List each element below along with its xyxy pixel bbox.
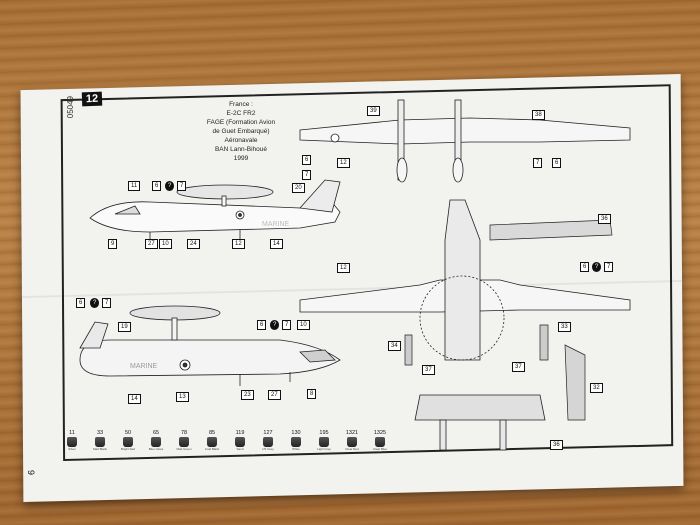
callout: 6	[302, 155, 312, 165]
callout: 9	[108, 239, 118, 249]
callout: 27	[145, 239, 158, 249]
side-view-bottom	[79, 305, 341, 386]
callout: 33	[558, 322, 571, 332]
callout: 20	[292, 183, 305, 193]
callout: 6	[152, 181, 162, 191]
planform-top	[299, 99, 631, 183]
info-line: France :	[229, 101, 253, 108]
callout: 7	[302, 170, 312, 180]
callout: 6	[580, 262, 590, 272]
side-view-top	[89, 179, 341, 240]
callout: 32	[590, 383, 603, 393]
callout: 12	[337, 263, 350, 273]
callout: ?	[270, 320, 280, 330]
callout: ?	[165, 181, 175, 191]
corner-number: 9	[26, 470, 36, 476]
marine-marking-bottom: MARINE	[130, 363, 158, 370]
info-line: BAN Lann-Bihoué	[214, 146, 268, 153]
callout: 19	[118, 322, 131, 332]
callout: 11	[128, 181, 141, 191]
callout: 6	[552, 158, 562, 168]
callout: 36	[598, 214, 611, 224]
callout: 34	[388, 341, 401, 351]
callout: 27	[268, 390, 281, 400]
callout: 10	[159, 239, 172, 249]
info-line: de Guet Embarqué)	[212, 128, 270, 135]
callout: 7	[282, 320, 292, 330]
callout: 23	[241, 390, 254, 400]
callout: 12	[337, 158, 350, 168]
part-34-panel	[404, 334, 413, 366]
callout: 6	[76, 298, 86, 308]
callout: 8	[307, 389, 317, 399]
part-32-panel	[564, 344, 586, 421]
callout: 7	[533, 158, 543, 168]
callout: 14	[128, 394, 141, 404]
callout: 7	[604, 262, 614, 272]
info-line: E-2C FR2	[226, 110, 256, 117]
info-line: 1999	[233, 155, 249, 162]
callout: 13	[176, 392, 189, 402]
callout: ?	[90, 298, 100, 308]
planform-bottom	[299, 199, 631, 451]
part-33-panel	[539, 324, 549, 361]
callout: 6	[257, 320, 267, 330]
callout: 37	[422, 365, 435, 375]
callout: 10	[297, 320, 310, 330]
callout: 14	[270, 239, 283, 249]
callout: 12	[232, 239, 245, 249]
info-line: Aéronavale	[224, 137, 258, 144]
callout: 36	[550, 440, 563, 450]
callout: 39	[367, 106, 380, 116]
callout: 37	[512, 362, 525, 372]
callout: ?	[592, 262, 602, 272]
part-36-strip	[489, 219, 613, 241]
aircraft-info-block: France : E-2C FR2 FAGE (Formation Avion …	[196, 100, 286, 163]
info-line: FAGE (Formation Avion	[206, 119, 276, 126]
callout: 24	[187, 239, 200, 249]
callout: 38	[532, 110, 545, 120]
callout: 7	[102, 298, 112, 308]
callout: 7	[177, 181, 187, 191]
marine-marking-top: MARINE	[262, 221, 290, 228]
